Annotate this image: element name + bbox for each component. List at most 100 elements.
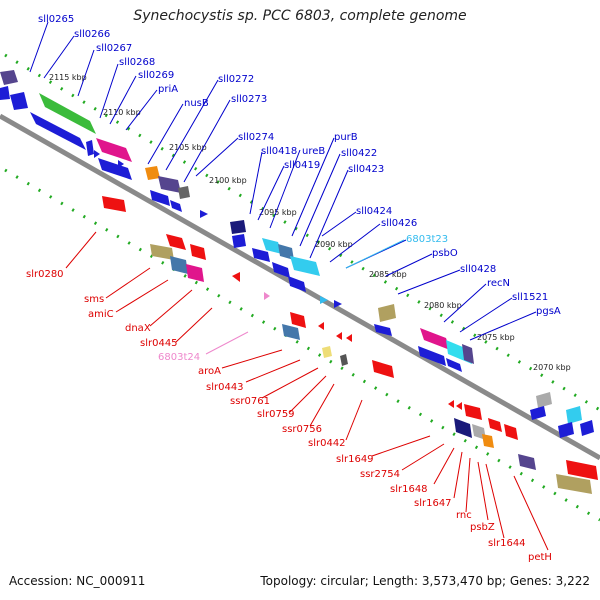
gene-psbz-block[interactable]	[482, 434, 494, 448]
gene-label-6803t24[interactable]: 6803t24	[158, 352, 200, 363]
gene-sll0265-block[interactable]	[0, 70, 18, 85]
leader-line	[346, 400, 362, 440]
gene-label-sll0268[interactable]: sll0268	[119, 57, 155, 68]
gene-slr1644b-block[interactable]	[504, 424, 518, 440]
gene-pgsa-block[interactable]	[462, 344, 474, 364]
gene-label-sll0418[interactable]: sll0418	[261, 146, 297, 157]
gene-label-6803t23[interactable]: 6803t23	[406, 234, 448, 245]
leader-line	[478, 462, 488, 520]
gene-label-slr1647[interactable]: slr1647	[414, 498, 452, 509]
gene-label-psbz[interactable]: psbZ	[470, 522, 495, 533]
gene-label-sll0426[interactable]: sll0426	[381, 218, 417, 229]
gene-nusb-block[interactable]	[145, 166, 160, 180]
gene-label-sll0419[interactable]: sll0419	[284, 160, 320, 171]
gene-far-right-navy-block[interactable]	[530, 406, 546, 420]
gene-label-slr0759[interactable]: slr0759	[257, 409, 295, 420]
gene-sll0266b-block[interactable]	[10, 92, 28, 110]
gene-sll0418-block[interactable]	[230, 220, 246, 234]
gene-label-recn[interactable]: recN	[487, 278, 510, 289]
gene-ssr2754-arrow[interactable]	[456, 402, 462, 410]
gene-slr0280-block[interactable]	[102, 196, 126, 212]
gene-sll0273-block[interactable]	[178, 186, 190, 199]
gene-slr0442-block[interactable]	[340, 354, 348, 366]
gene-label-ssr0761[interactable]: ssr0761	[230, 396, 270, 407]
gene-peth-block[interactable]	[518, 454, 536, 470]
gene-sll0274b-block[interactable]	[170, 200, 182, 212]
gene-ssr0756-arrow[interactable]	[346, 334, 352, 342]
tick-label: 2115 kbp	[49, 73, 87, 82]
gene-label-peth[interactable]: petH	[528, 552, 552, 563]
gene-label-purb[interactable]: purB	[334, 132, 358, 143]
gene-label-dnax[interactable]: dnaX	[125, 323, 151, 334]
gene-label-sll0266[interactable]: sll0266	[74, 29, 110, 40]
gene-label-sll0269[interactable]: sll0269	[138, 70, 174, 81]
gene-label-sms[interactable]: sms	[84, 294, 104, 305]
gene-far-right-blue2-block[interactable]	[580, 420, 594, 436]
gene-label-sll0424[interactable]: sll0424	[356, 206, 392, 217]
gene-slr1647-block[interactable]	[454, 418, 472, 438]
gene-label-slr1648[interactable]: slr1648	[390, 484, 428, 495]
leader-line	[434, 448, 454, 484]
gene-label-sll0422[interactable]: sll0422	[341, 148, 377, 159]
gene-aroa-block[interactable]	[282, 324, 300, 340]
gene-dnax-block[interactable]	[170, 256, 188, 274]
gene-label-nusb[interactable]: nusB	[184, 98, 209, 109]
leader-line	[460, 298, 512, 332]
gene-pria-block[interactable]	[86, 140, 94, 156]
gene-dnax2-block[interactable]	[190, 244, 206, 260]
gene-slr1644-block[interactable]	[488, 418, 502, 432]
gene-sll0268-block[interactable]	[96, 138, 132, 162]
gene-6803t24-arrow[interactable]	[264, 292, 270, 300]
gene-label-amic[interactable]: amiC	[88, 309, 114, 320]
gene-slr0759-arrow[interactable]	[336, 332, 342, 340]
gene-far-right-blue-block[interactable]	[558, 422, 574, 438]
gene-sll0418b-block[interactable]	[232, 234, 246, 248]
gene-label-psbo[interactable]: psbO	[432, 248, 458, 259]
gene-label-sll0265[interactable]: sll0265	[38, 14, 74, 25]
gene-slr1648-block[interactable]	[464, 404, 482, 420]
gene-label-ssr0756[interactable]: ssr0756	[282, 424, 322, 435]
gene-small-arrow-3[interactable]	[200, 210, 208, 218]
gene-label-sll0274[interactable]: sll0274	[238, 132, 274, 143]
tick-label: 2080 kbp	[424, 301, 462, 310]
gene-label-sll0272[interactable]: sll0272	[218, 74, 254, 85]
leader-line	[402, 444, 444, 470]
gene-psbo-block[interactable]	[378, 304, 396, 322]
gene-label-slr0442[interactable]: slr0442	[308, 438, 346, 449]
gene-small-arrow-1[interactable]	[94, 150, 100, 158]
gene-label-pria[interactable]: priA	[158, 84, 178, 95]
gene-label-slr1649[interactable]: slr1649	[336, 454, 374, 465]
gene-label-slr0280[interactable]: slr0280	[26, 269, 64, 280]
forward-dotted-track	[5, 55, 600, 410]
leader-line	[386, 254, 432, 276]
gene-label-sll0428[interactable]: sll0428	[460, 264, 496, 275]
gene-slr0445-block[interactable]	[186, 264, 204, 282]
gene-slr0280-arrow[interactable]	[232, 272, 240, 282]
gene-aroa2-block[interactable]	[290, 312, 306, 328]
gene-slr0442-block2[interactable]	[372, 360, 394, 378]
gene-purb-block[interactable]	[290, 256, 320, 276]
gene-sll0423-block[interactable]	[288, 276, 306, 292]
gene-label-slr0445[interactable]: slr0445	[140, 338, 178, 349]
leader-line	[106, 268, 150, 298]
gene-slr1649-arrow[interactable]	[448, 400, 454, 408]
gene-label-sll0423[interactable]: sll0423	[348, 164, 384, 175]
gene-sll0266-block[interactable]	[0, 86, 10, 100]
gene-label-sll0267[interactable]: sll0267	[96, 43, 132, 54]
gene-label-ssr2754[interactable]: ssr2754	[360, 469, 400, 480]
gene-label-rnc[interactable]: rnc	[456, 510, 472, 521]
gene-ssr0761-block[interactable]	[322, 346, 332, 358]
gene-label-slr1644[interactable]: slr1644	[488, 538, 526, 549]
gene-label-ureb[interactable]: ureB	[302, 146, 325, 157]
gene-label-sll0273[interactable]: sll0273	[231, 94, 267, 105]
gene-sll0272-block[interactable]	[158, 176, 181, 193]
gene-label-aroa[interactable]: aroA	[198, 366, 221, 377]
gene-slr0443-arrow[interactable]	[318, 322, 324, 330]
gene-far-right-grey-block[interactable]	[536, 392, 552, 408]
gene-far-right-cyan-block[interactable]	[566, 406, 582, 424]
gene-label-slr0443[interactable]: slr0443	[206, 382, 244, 393]
gene-label-sll1521[interactable]: sll1521	[512, 292, 548, 303]
gene-label-pgsa[interactable]: pgsA	[536, 306, 561, 317]
gene-recn-block[interactable]	[420, 328, 450, 350]
reverse-dotted-track	[5, 170, 600, 520]
